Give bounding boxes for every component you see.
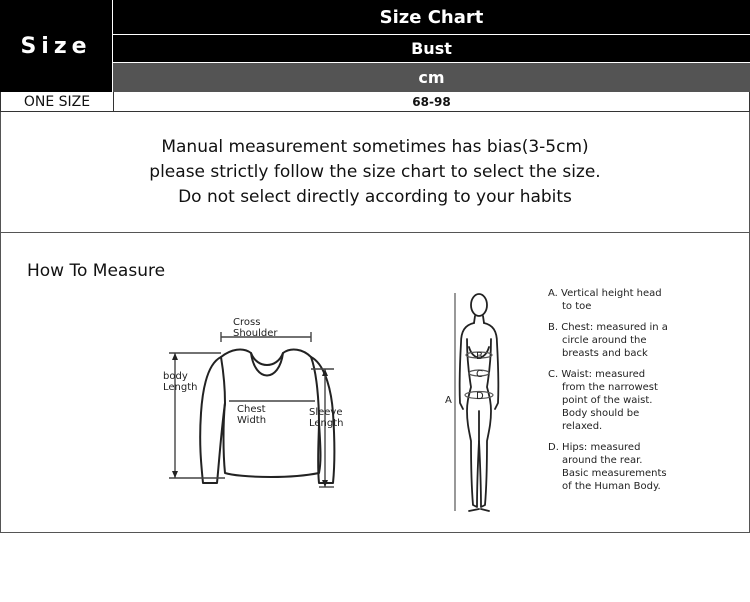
note-line: Do not select directly according to your… — [178, 186, 572, 207]
definition-item: A. Vertical height head to toe — [548, 288, 662, 312]
size-table: Size Size Chart Bust cm ONE SIZE 68-98 — [0, 0, 750, 112]
note-line: Manual measurement sometimes has bias(3-… — [161, 136, 589, 157]
unit-header: cm — [113, 63, 750, 92]
table-row: ONE SIZE 68-98 — [0, 92, 750, 112]
cross-shoulder-label: Cross Shoulder — [233, 317, 278, 339]
figure-label-b: B — [476, 351, 483, 362]
measurement-header: Bust — [113, 35, 750, 63]
sleeve-length-label: Sleeve Length — [309, 407, 344, 429]
figure-label-a: A — [445, 395, 452, 406]
figure-label-c: C — [476, 369, 483, 380]
chest-width-label: Chest Width — [237, 404, 267, 426]
body-length-label: body Length — [163, 371, 198, 393]
size-cell: ONE SIZE — [1, 92, 114, 111]
how-to-measure-section: How To Measure — [0, 233, 750, 533]
garment-sketch-icon — [169, 332, 336, 488]
section-title: How To Measure — [27, 261, 166, 281]
table-title: Size Chart — [113, 0, 750, 35]
definition-item: B. Chest: measured in a circle around th… — [548, 322, 668, 359]
definition-item: D. Hips: measured around the rear. Basic… — [548, 442, 667, 492]
definition-item: C. Waist: measured from the narrowest po… — [548, 369, 658, 432]
note-line: please strictly follow the size chart to… — [149, 161, 601, 182]
measurement-definitions: A. Vertical height head to toe B. Chest:… — [548, 287, 748, 501]
measurement-note: Manual measurement sometimes has bias(3-… — [0, 112, 750, 233]
figure-label-d: D — [476, 391, 484, 402]
bust-cell: 68-98 — [412, 94, 451, 109]
size-column-header: Size — [0, 0, 113, 92]
body-figure-icon: B C D A — [445, 293, 500, 512]
